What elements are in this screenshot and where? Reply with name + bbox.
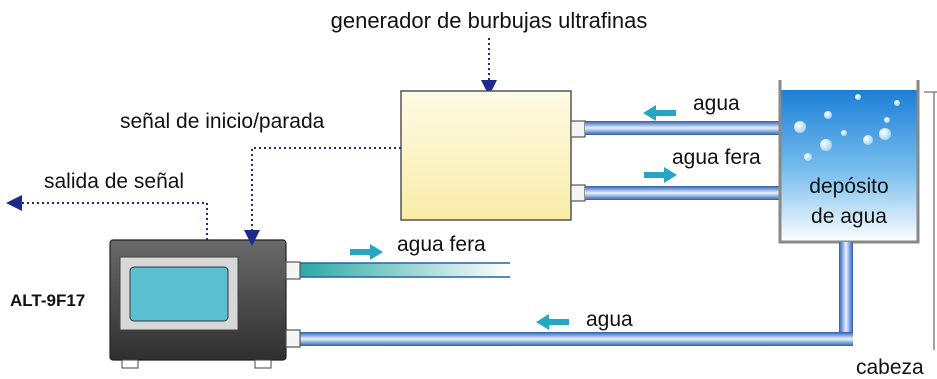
- device-model-label: ALT-9F17: [10, 291, 85, 310]
- bubble-icon: [794, 94, 900, 161]
- pipe-return-vertical: [839, 242, 853, 346]
- generator-title: generador de burbujas ultrafinas: [331, 8, 648, 33]
- dirty-water-label-bottom: agua fera: [397, 233, 486, 256]
- controller-screen: [129, 266, 229, 322]
- right-arrow-icon: [350, 244, 383, 260]
- head-label: cabeza: [856, 356, 924, 379]
- controller-foot-right: [254, 359, 272, 369]
- pipe-dirty-water-out: [585, 186, 780, 200]
- generator-port-top: [570, 120, 586, 138]
- bubble-generator-box: [400, 90, 572, 221]
- controller-foot-left: [121, 359, 139, 369]
- left-arrow-icon: [643, 105, 676, 121]
- left-arrow-icon: [536, 314, 569, 330]
- pipe-dirty-water-outlet: [300, 263, 510, 277]
- dirty-water-label-top: agua fera: [672, 146, 761, 169]
- start-stop-signal-line: [244, 147, 401, 246]
- tank-label-line1: depósito: [809, 175, 888, 198]
- controller-port-top: [285, 261, 301, 280]
- pipe-return-horizontal: [300, 332, 853, 346]
- signal-output-label: salida de señal: [44, 170, 184, 193]
- signal-output-line: [6, 195, 208, 240]
- water-label-top: agua: [693, 92, 740, 115]
- water-tank: [780, 90, 918, 242]
- controller-port-bottom: [285, 329, 301, 348]
- water-label-bottom: agua: [586, 308, 633, 331]
- right-arrow-icon: [644, 167, 677, 183]
- generator-port-bottom: [570, 184, 586, 202]
- start-stop-signal-label: señal de inicio/parada: [120, 110, 325, 133]
- tank-label-line2: de agua: [811, 205, 887, 228]
- pipe-water-in: [585, 121, 780, 135]
